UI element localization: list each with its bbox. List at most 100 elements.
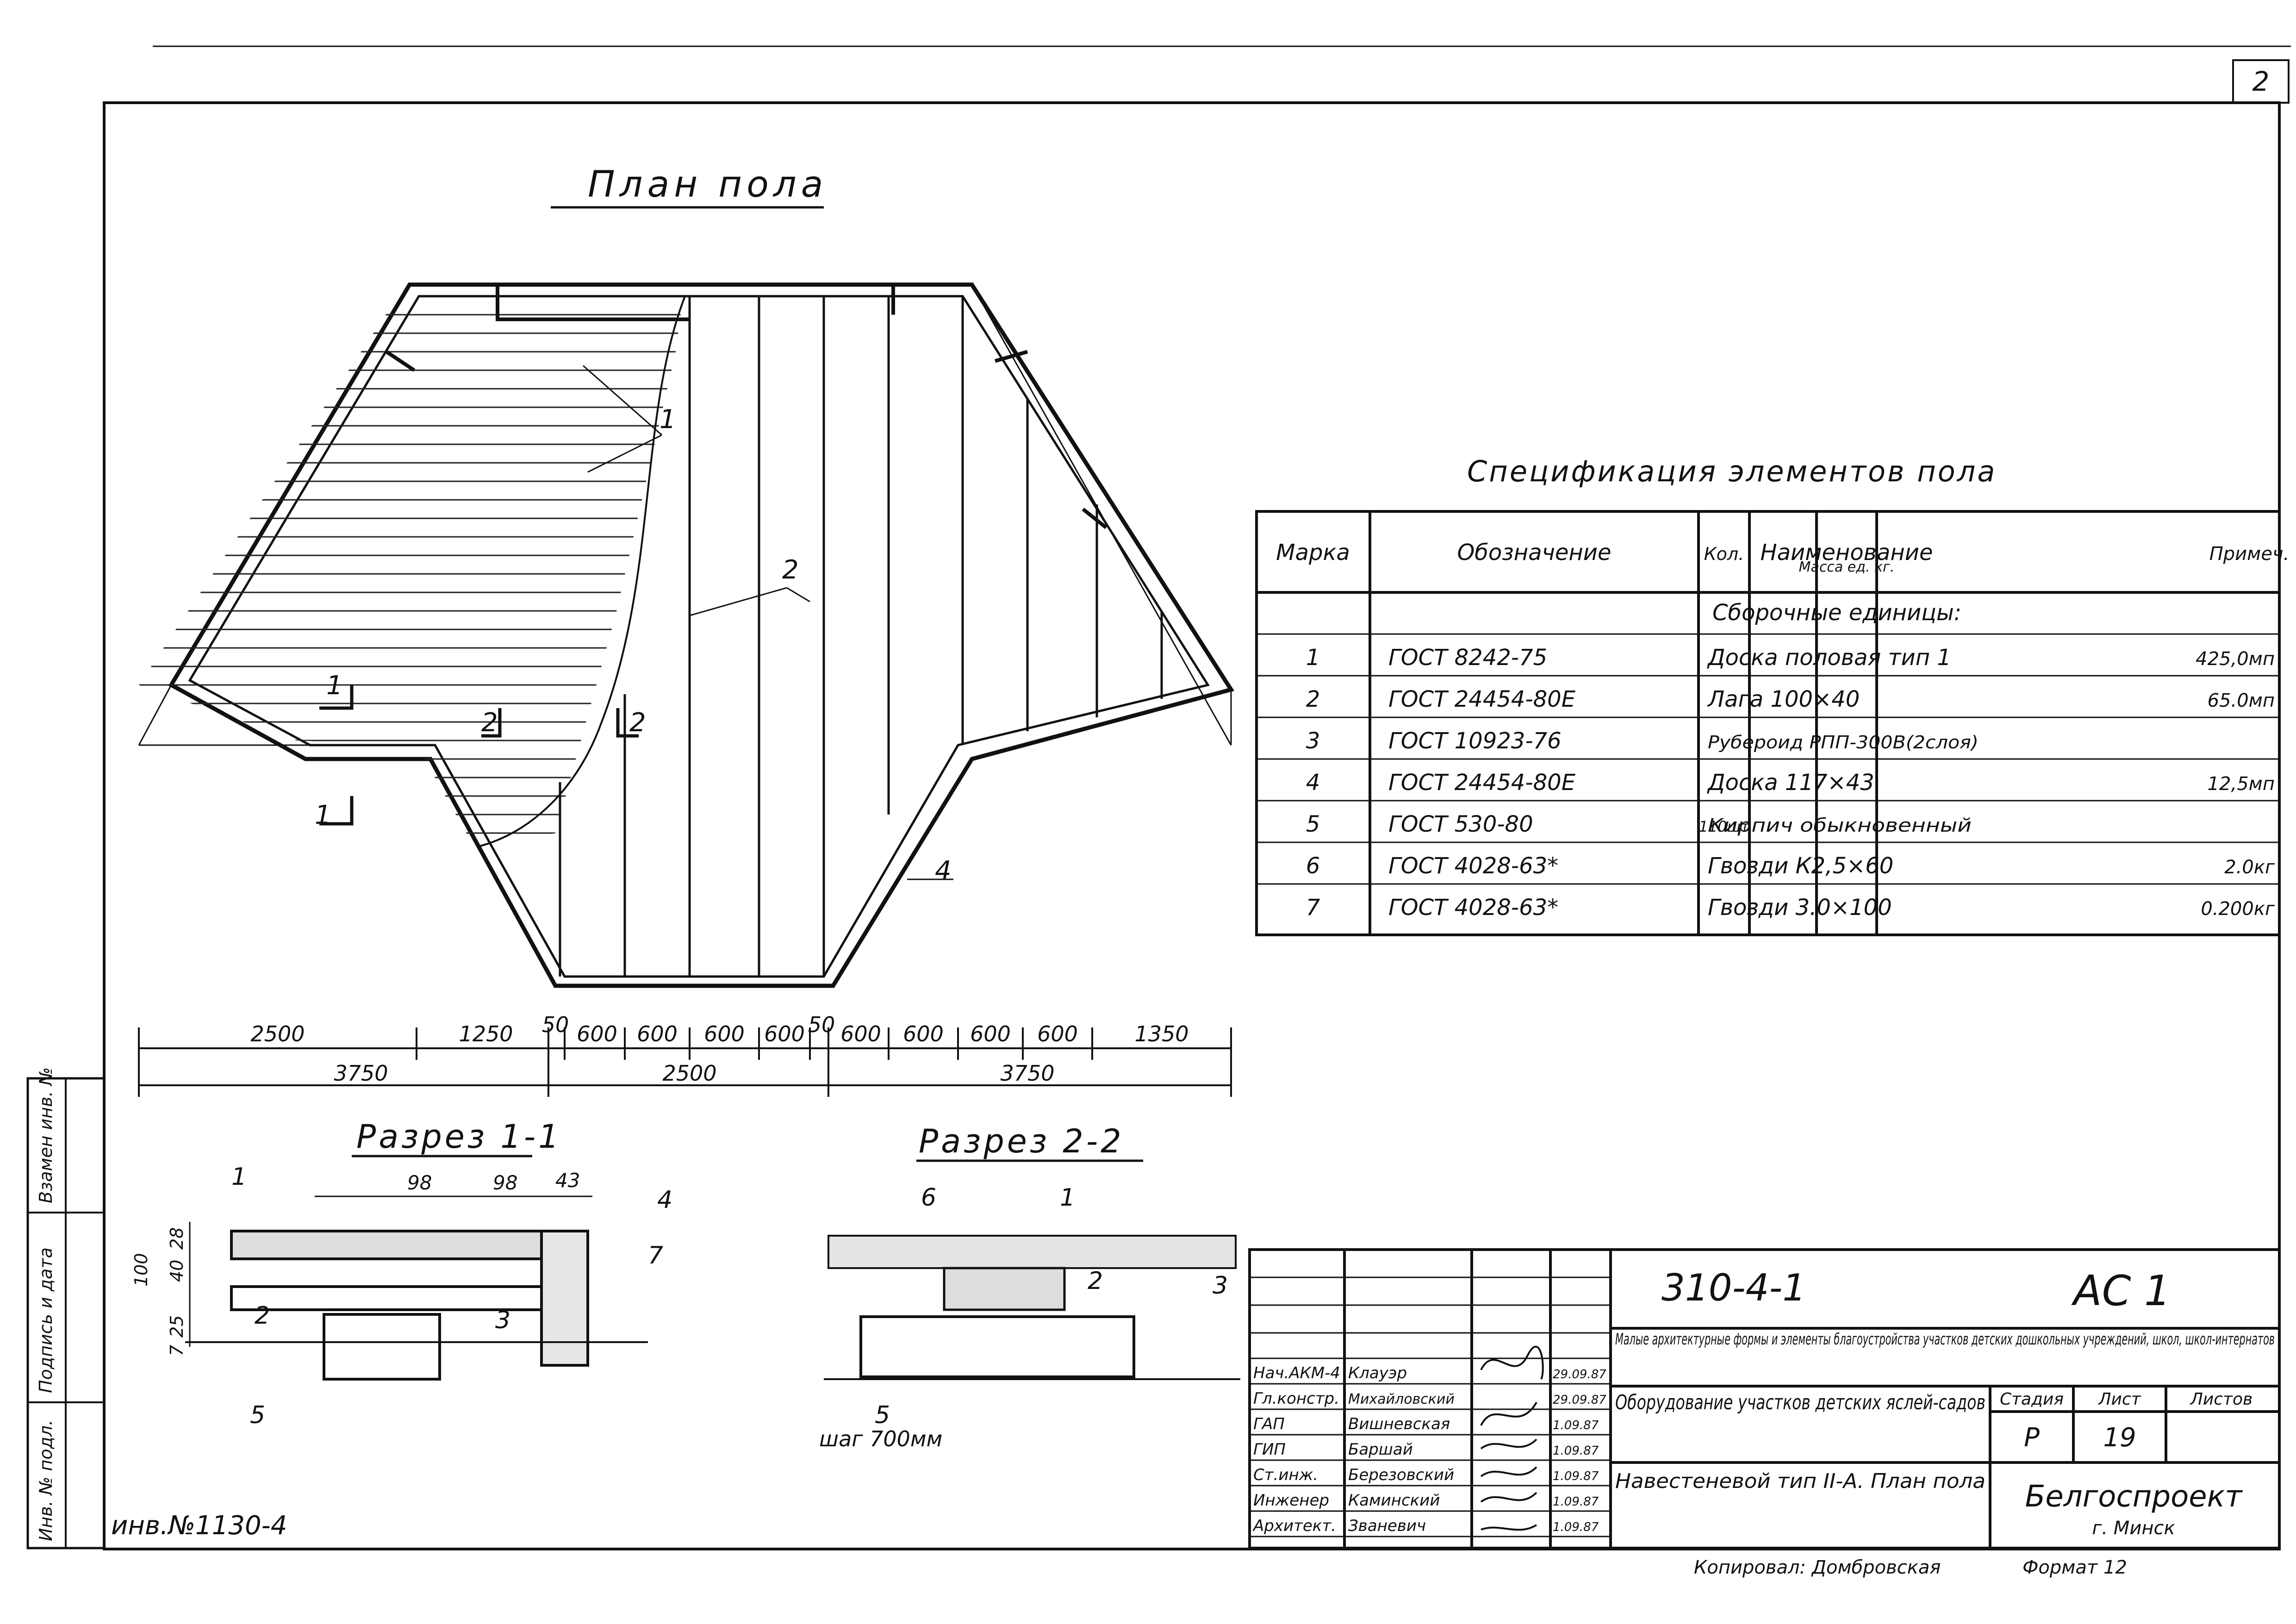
dim-top-6: 600	[764, 1021, 805, 1046]
dim-top-5: 600	[704, 1021, 745, 1046]
spec-cell-note: 2.0кг	[2224, 857, 2275, 878]
stamp-project: Малые архитектурные формы и элементы бла…	[1615, 1330, 2275, 1349]
spec-cell-designation: ГОСТ 530-80	[1388, 811, 1533, 837]
sec1-side-2: 40	[167, 1260, 187, 1282]
sec2-mark-6: 6	[921, 1184, 936, 1212]
dim-bottom-1: 2500	[662, 1061, 716, 1086]
dim-top-3: 600	[577, 1021, 617, 1046]
stamp-name-2: Вишневская	[1348, 1415, 1450, 1433]
section-2-2: Разрез 2-2 6 1 2 3 5 шаг 700мм	[819, 1122, 1240, 1451]
spec-cell-note: 0.200кг	[2201, 898, 2275, 920]
dim-top-8: 600	[840, 1021, 881, 1046]
dim-top-0: 2500	[250, 1021, 305, 1046]
spec-cell-name: Лага 100×40	[1707, 686, 1860, 712]
spec-cell-mark: 1	[1306, 645, 1320, 671]
signatures	[1480, 1345, 1544, 1531]
section-1-1: Разрез 1-1 98 98 43 100 28 40 25 7 1 4 7…	[131, 1118, 672, 1429]
sec1-side-3: 25	[167, 1315, 187, 1338]
section-1-1-title: Разрез 1-1	[356, 1118, 562, 1156]
spec-cell-mark: 2	[1306, 686, 1320, 712]
sec2-mark-1: 1	[1060, 1184, 1075, 1212]
dim-top-9: 600	[903, 1021, 944, 1046]
stamp-name-4: Березовский	[1348, 1466, 1454, 1484]
stamp-role-3: ГИП	[1253, 1440, 1286, 1459]
stamp-sheet-header: Лист	[2097, 1390, 2141, 1409]
spec-row: 2 ГОСТ 24454-80Е Лага 100×40 65.0мп	[1306, 686, 2275, 712]
spec-table: Спецификация элементов пола Марка Обозна…	[1255, 454, 2290, 936]
plan-mark-1a: 1	[660, 404, 676, 435]
spec-cell-mark: 7	[1306, 895, 1320, 921]
sec1-side-0: 100	[131, 1253, 151, 1287]
stamp-object: Оборудование участков детских яслей-садо…	[1615, 1391, 1985, 1414]
section-mark-1-bottom: 1	[315, 800, 331, 830]
spec-h-qty: Кол.	[1704, 544, 1744, 564]
spec-cell-designation: ГОСТ 4028-63*	[1388, 853, 1558, 879]
stamp-name-5: Каминский	[1348, 1491, 1440, 1510]
stamp-code: 310-4-1	[1661, 1266, 1806, 1309]
stamp-name-3: Баршай	[1348, 1440, 1413, 1459]
sec1-mark-7: 7	[648, 1242, 663, 1269]
stamp-role-1: Гл.констр.	[1253, 1389, 1339, 1408]
stamp-name-1: Михайловский	[1348, 1391, 1455, 1407]
stamp-city: г. Минск	[2092, 1518, 2175, 1539]
spec-cell-qty: 110шт	[1699, 818, 1750, 835]
spec-h-name: Наименование	[1760, 540, 1933, 566]
sheet-number: 2	[2252, 66, 2270, 97]
spec-cell-note: 65.0мп	[2208, 690, 2275, 711]
stamp-date-5: 1.09.87	[1553, 1495, 1599, 1509]
stamp-sheet: 19	[2103, 1423, 2136, 1453]
side-stamp-sign: Подпись и дата	[36, 1247, 56, 1393]
spec-cell-name: Гвозди К2,5×60	[1708, 853, 1893, 879]
plan-title: План пола	[588, 164, 828, 205]
spec-cell-name: Кирпич обыкновенный	[1708, 815, 1972, 836]
stamp-name-6: Званевич	[1348, 1517, 1426, 1535]
stamp-date-0: 29.09.87	[1553, 1368, 1606, 1381]
sec2-mark-5: 5	[875, 1401, 890, 1429]
sec2-mark-2: 2	[1088, 1267, 1103, 1295]
spec-cell-note: 12,5мп	[2208, 773, 2275, 795]
copied-by: Копировал: Домбровская	[1694, 1557, 1941, 1578]
dim-top-1: 1250	[459, 1021, 513, 1046]
spec-cell-mark: 5	[1306, 811, 1320, 837]
stamp-stage-header: Стадия	[2000, 1390, 2064, 1409]
spec-h-note: Примеч.	[2209, 543, 2290, 565]
spec-cell-designation: ГОСТ 4028-63*	[1388, 895, 1558, 921]
dimension-chain	[138, 1027, 1232, 1097]
side-stamp-inv: Инв. № подл.	[36, 1420, 56, 1541]
spec-cell-name: Доска половая тип 1	[1707, 645, 1951, 671]
dim-top-12: 1350	[1134, 1021, 1188, 1046]
spec-row: 4 ГОСТ 24454-80Е Доска 117×43 12,5мп	[1306, 770, 2275, 796]
dim-top-4: 600	[637, 1021, 678, 1046]
title-block: 310-4-1 АС 1 Малые архитектурные формы и…	[1248, 1248, 2281, 1549]
stamp-role-2: ГАП	[1253, 1415, 1285, 1433]
spec-cell-designation: ГОСТ 24454-80Е	[1388, 686, 1576, 712]
spec-cell-name: Рубероид РПП-300В(2слоя)	[1708, 732, 1979, 753]
stamp-sheets-header: Листов	[2190, 1390, 2252, 1409]
stamp-date-1: 29.09.87	[1553, 1393, 1606, 1407]
stamp-date-3: 1.09.87	[1553, 1444, 1599, 1458]
spec-cell-designation: ГОСТ 8242-75	[1388, 645, 1547, 671]
sec1-dim-0: 98	[407, 1171, 432, 1194]
spec-h-mass: Масса ед. кг.	[1799, 559, 1895, 575]
spec-row: 5 ГОСТ 530-80 Кирпич обыкновенный 110шт	[1306, 811, 1972, 837]
spec-row: 1 ГОСТ 8242-75 Доска половая тип 1 425,0…	[1306, 645, 2275, 671]
side-stamp: Инв. № подл. Подпись и дата Взамен инв. …	[26, 1067, 106, 1549]
stamp-sheet-code: АС 1	[2071, 1267, 2171, 1315]
stamp-role-0: Нач.АКМ-4	[1253, 1364, 1340, 1382]
stamp-role-5: Инженер	[1253, 1491, 1329, 1510]
stamp-name-0: Клауэр	[1348, 1364, 1407, 1382]
sec1-side-4: 7	[167, 1345, 187, 1356]
spec-cell-mark: 3	[1306, 728, 1320, 754]
side-stamp-replace: Взамен инв. №	[36, 1067, 56, 1203]
spec-group: Сборочные единицы:	[1712, 600, 1961, 626]
sec2-mark-3: 3	[1213, 1272, 1228, 1300]
dim-top-10: 600	[970, 1021, 1011, 1046]
sec1-dim-2: 43	[555, 1169, 580, 1192]
sec1-side-1: 28	[167, 1227, 187, 1250]
spec-cell-name: Доска 117×43	[1707, 770, 1874, 796]
section-mark-2-left: 2	[481, 708, 498, 738]
spec-row: 7 ГОСТ 4028-63* Гвозди 3.0×100 0.200кг	[1306, 895, 2275, 921]
stamp-date-6: 1.09.87	[1553, 1520, 1599, 1534]
spec-cell-designation: ГОСТ 24454-80Е	[1388, 770, 1576, 796]
